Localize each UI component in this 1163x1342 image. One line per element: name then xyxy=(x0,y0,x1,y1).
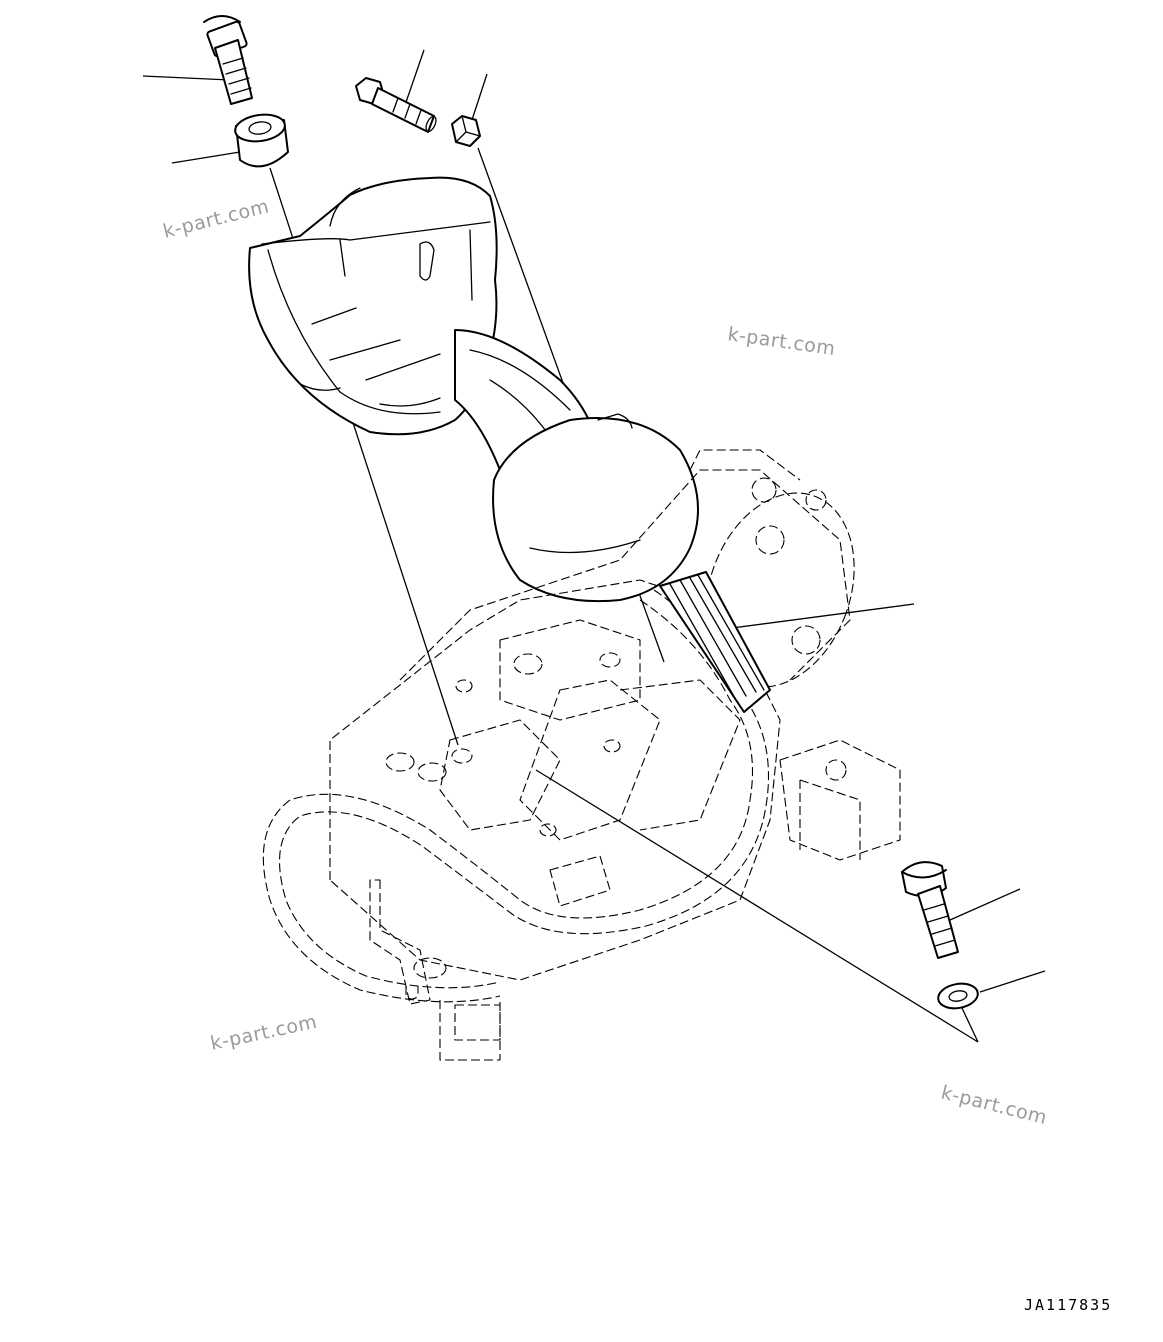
axis-washer-to-body xyxy=(535,769,979,1043)
spacer-collar xyxy=(234,113,289,168)
hex-bolt-small xyxy=(355,77,437,133)
hex-bolt-right xyxy=(901,861,959,959)
leader-spacer xyxy=(171,151,241,164)
wire-harness xyxy=(262,571,771,1003)
watermark-bottom-left: k-part.com xyxy=(208,1011,319,1055)
leader-nut xyxy=(469,73,488,127)
watermark-center-right: k-part.com xyxy=(726,323,836,360)
drawing-number: JA117835 xyxy=(1024,1296,1112,1314)
watermark-top-left: k-part.com xyxy=(161,195,272,243)
leader-washer xyxy=(979,970,1046,993)
leader-bolt-top-left xyxy=(142,75,231,81)
lever-grip xyxy=(248,176,699,603)
hex-bolt-top-left xyxy=(203,15,253,105)
washer xyxy=(937,982,979,1010)
hex-nut xyxy=(451,115,481,147)
watermark-bottom-right: k-part.com xyxy=(939,1082,1050,1130)
leader-small-bolt xyxy=(403,49,425,109)
axis-washer-drop xyxy=(961,1007,979,1043)
valve-body xyxy=(329,449,901,1061)
leader-harness xyxy=(731,603,915,629)
leader-bolt-right xyxy=(949,888,1021,921)
